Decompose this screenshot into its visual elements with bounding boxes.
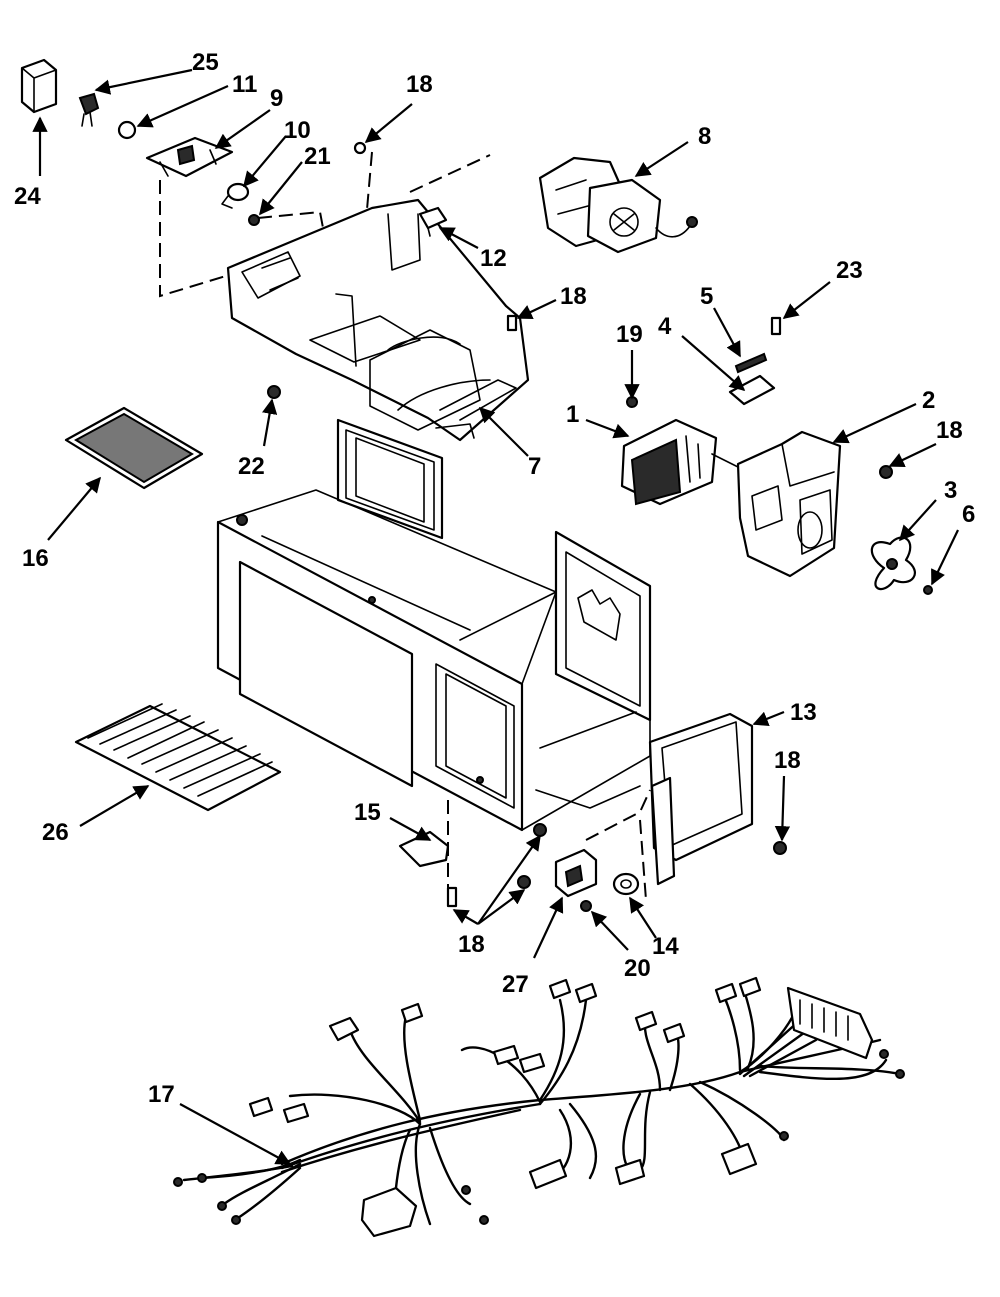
callout-18a: 18 xyxy=(406,71,433,98)
part-3-fan-blade xyxy=(870,536,916,590)
part-11-lamp xyxy=(117,120,137,140)
callout-4: 4 xyxy=(658,313,672,340)
guide-line xyxy=(585,789,651,841)
callout-27: 27 xyxy=(502,971,529,998)
callout-9: 9 xyxy=(270,85,283,112)
part-18-screw-right xyxy=(879,465,893,479)
callout-6: 6 xyxy=(962,501,975,528)
part-23-screw xyxy=(770,316,782,336)
part-5-pin xyxy=(734,352,768,374)
part-18-screw-upper xyxy=(353,141,367,155)
callout-18e: 18 xyxy=(458,931,485,958)
callout-26: 26 xyxy=(42,819,69,846)
callout-labels: 25 11 9 10 21 24 18 8 12 18 23 5 4 19 22… xyxy=(14,49,975,1108)
part-9-lamp-plate xyxy=(145,136,234,178)
part-16-grease-filter xyxy=(64,406,204,490)
callout-14: 14 xyxy=(652,933,679,960)
guide-line xyxy=(639,819,647,901)
part-4-bracket xyxy=(728,374,776,406)
part-13-panel xyxy=(648,712,754,886)
part-18-screw-mid xyxy=(506,314,518,332)
main-cavity xyxy=(216,418,652,832)
part-10-fitting xyxy=(221,182,250,209)
part-1-magnetron xyxy=(620,418,741,506)
part-19-screw xyxy=(626,396,638,408)
callout-8: 8 xyxy=(698,123,711,150)
callout-23: 23 xyxy=(836,257,863,284)
part-20-screw xyxy=(580,900,592,912)
part-27-switch xyxy=(554,848,598,898)
part-12-thermal-cutout xyxy=(418,206,448,237)
callout-25: 25 xyxy=(192,49,219,76)
callout-7: 7 xyxy=(528,453,541,480)
callout-24: 24 xyxy=(14,183,41,210)
callout-21: 21 xyxy=(304,143,331,170)
part-18-screw-lower xyxy=(446,823,787,908)
callout-1: 1 xyxy=(566,401,579,428)
part-7-chassis xyxy=(226,198,530,442)
callout-18d: 18 xyxy=(774,747,801,774)
callout-3: 3 xyxy=(944,477,957,504)
callout-10: 10 xyxy=(284,117,311,144)
part-6-clip xyxy=(923,585,933,595)
part-22-screw xyxy=(267,385,281,399)
guide-line xyxy=(159,180,263,298)
callout-16: 16 xyxy=(22,545,49,572)
callout-20: 20 xyxy=(624,955,651,982)
part-8-blower-motor xyxy=(538,156,698,254)
harness-connectors xyxy=(173,976,905,1238)
part-21-screw xyxy=(248,214,260,226)
callout-12: 12 xyxy=(480,245,507,272)
callout-11: 11 xyxy=(232,71,257,98)
callout-18c: 18 xyxy=(936,417,963,444)
callout-5: 5 xyxy=(700,283,713,310)
callout-13: 13 xyxy=(790,699,817,726)
part-24-relay xyxy=(20,58,58,114)
leader-lines xyxy=(32,68,959,1165)
callout-15: 15 xyxy=(354,799,381,826)
part-26-vent-grille xyxy=(74,703,282,812)
part-25-switch xyxy=(78,92,100,127)
callout-19: 19 xyxy=(616,321,643,348)
part-2-fan-housing xyxy=(736,430,842,578)
callout-17: 17 xyxy=(148,1081,175,1108)
callout-2: 2 xyxy=(922,387,935,414)
guide-line xyxy=(409,154,491,193)
callout-18b: 18 xyxy=(560,283,587,310)
part-14-grommet xyxy=(612,872,640,896)
callout-22: 22 xyxy=(238,453,265,480)
